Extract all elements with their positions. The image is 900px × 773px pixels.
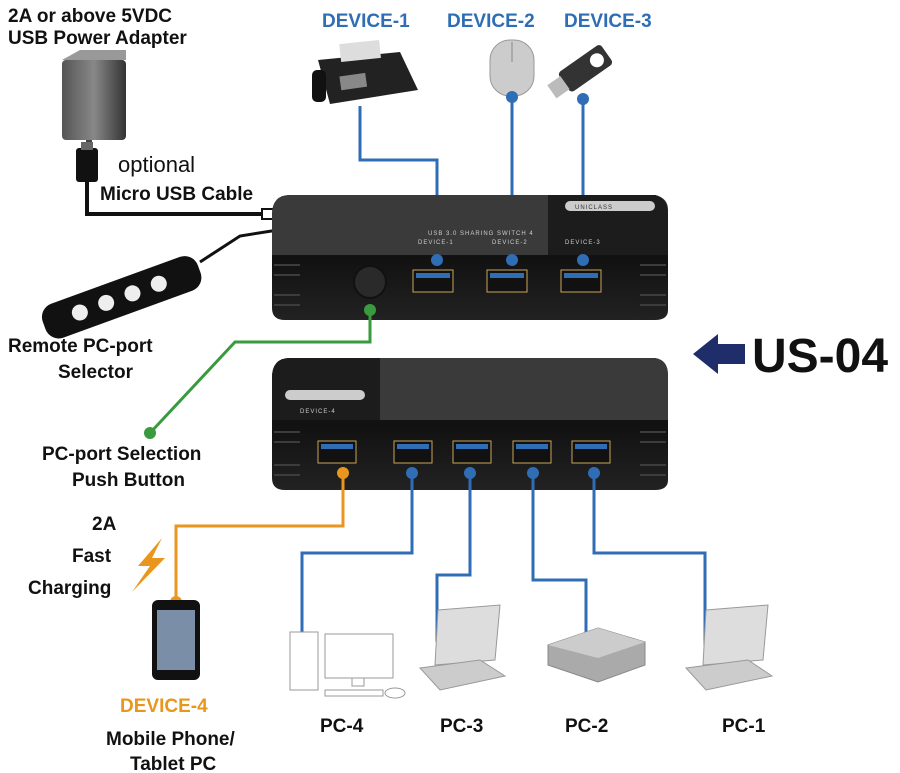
power-label-1: 2A or above 5VDC: [8, 6, 172, 27]
device-3-label: DEVICE-3: [564, 11, 652, 32]
push-button-pointer: [148, 310, 372, 435]
device-4-desc-1: Mobile Phone/: [106, 729, 236, 750]
push-button-label-1: PC-port Selection: [42, 444, 201, 465]
pc-cables: [300, 473, 707, 646]
usb-port-pc-2[interactable]: [512, 440, 552, 464]
pc-port-selection-push-button[interactable]: [353, 265, 387, 299]
hub-print-device-1: DEVICE-1: [418, 240, 454, 246]
hub-print-title: USB 3.0 SHARING SWITCH 4: [428, 231, 534, 237]
usb-port-device-2[interactable]: [486, 269, 528, 293]
model-name: US-04: [752, 330, 888, 383]
power-label-2: USB Power Adapter: [8, 28, 187, 49]
usb-drive-icon: [547, 45, 613, 99]
pc-2-label: PC-2: [565, 716, 608, 737]
device-4-cable: [174, 473, 345, 602]
device-2-label: DEVICE-2: [447, 11, 535, 32]
phone-icon: [152, 600, 200, 680]
hub-print-device-3: DEVICE-3: [565, 240, 601, 246]
usb-port-pc-1[interactable]: [571, 440, 611, 464]
optional-label: optional: [118, 152, 195, 177]
usb-port-pc-4[interactable]: [393, 440, 433, 464]
remote-label-2: Selector: [58, 362, 134, 383]
remote-label-1: Remote PC-port: [8, 336, 153, 357]
charging-label-1: 2A: [92, 514, 117, 535]
lightning-icon: [132, 538, 165, 592]
remote-selector-icon[interactable]: [38, 252, 205, 342]
charging-label-3: Charging: [28, 578, 111, 599]
desktop-icon: [289, 631, 406, 699]
micro-usb-cable-label: Micro USB Cable: [100, 184, 253, 205]
device-4-label: DEVICE-4: [120, 696, 208, 717]
device-1-label: DEVICE-1: [322, 11, 410, 32]
hub-print-device-2: DEVICE-2: [492, 240, 528, 246]
charging-label-2: Fast: [72, 546, 112, 567]
pc-1-label: PC-1: [722, 716, 766, 737]
laptop-icon-pc-1: [684, 604, 774, 691]
usb-switch-hub-bottom: DEVICE-4: [272, 358, 668, 490]
mini-pc-icon: [547, 627, 646, 683]
usb-port-device-3[interactable]: [560, 269, 602, 293]
hub-brand-logo: UNICLASS: [575, 205, 613, 211]
device-3-dot: [577, 93, 589, 105]
fax-icon: [312, 39, 418, 104]
usb-port-device-1[interactable]: [412, 269, 454, 293]
usb-port-device-4[interactable]: [317, 440, 357, 464]
device-2-dot: [506, 91, 518, 103]
mouse-icon: [489, 39, 535, 97]
remote-cable: [199, 228, 279, 264]
pc-3-label: PC-3: [440, 716, 483, 737]
arrow-left-icon: [693, 334, 745, 374]
pc-4-label: PC-4: [320, 716, 364, 737]
usb-port-pc-3[interactable]: [452, 440, 492, 464]
micro-usb-cable: [85, 182, 265, 216]
usb-switch-hub-top: UNICLASS USB 3.0 SHARING SWITCH 4 DEVICE…: [272, 195, 668, 320]
push-button-label-2: Push Button: [72, 470, 185, 491]
laptop-icon-pc-3: [418, 604, 507, 691]
power-adapter-icon: [62, 50, 126, 146]
device-4-desc-2: Tablet PC: [130, 754, 216, 773]
hub-print-device-4: DEVICE-4: [300, 409, 336, 415]
usb-plug-icon: [76, 142, 98, 182]
